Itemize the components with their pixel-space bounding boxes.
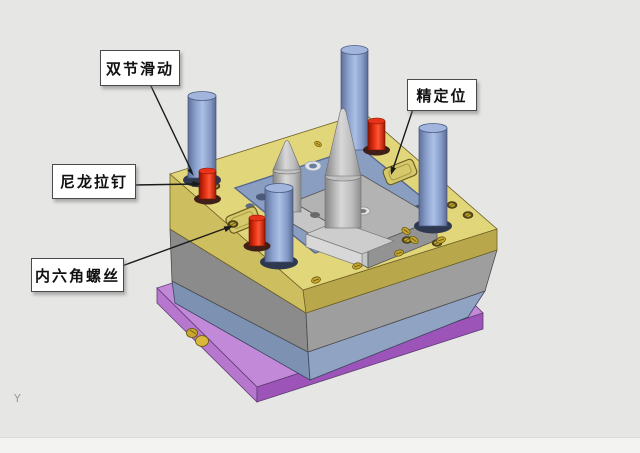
callout-double-slide: 双节滑动 xyxy=(100,50,180,86)
guide-pillar-right xyxy=(414,123,452,234)
callout-nylon-pull-pin: 尼龙拉钉 xyxy=(52,164,136,199)
nylon-pull-pin-front xyxy=(243,214,271,252)
leader-lines xyxy=(121,83,414,267)
water-fitting xyxy=(186,327,209,347)
guide-pillar-front xyxy=(260,183,298,270)
leader-double-slide xyxy=(149,83,193,173)
callout-hex-socket-screw: 内六角螺丝 xyxy=(31,258,124,292)
callout-precise-locating: 精定位 xyxy=(407,79,477,111)
footer-strip xyxy=(0,437,640,453)
axis-y-label: Y xyxy=(14,392,21,405)
leader-precise-locating xyxy=(391,108,414,173)
support-cone-right xyxy=(324,108,362,229)
callout-double-slide-text: 双节滑动 xyxy=(105,59,174,78)
nylon-pull-pin-rear xyxy=(363,117,390,156)
leader-hex-socket-screw xyxy=(121,226,230,267)
leader-arrowheads xyxy=(187,166,396,232)
locating-pocket-right xyxy=(382,158,418,186)
callout-hex-socket-screw-text: 内六角螺丝 xyxy=(34,266,120,285)
leader-nylon-pull-pin xyxy=(133,183,198,186)
nylon-pull-pin-left xyxy=(194,167,221,205)
callout-precise-locating-text: 精定位 xyxy=(416,86,468,105)
callout-nylon-pull-pin-text: 尼龙拉钉 xyxy=(59,173,128,191)
